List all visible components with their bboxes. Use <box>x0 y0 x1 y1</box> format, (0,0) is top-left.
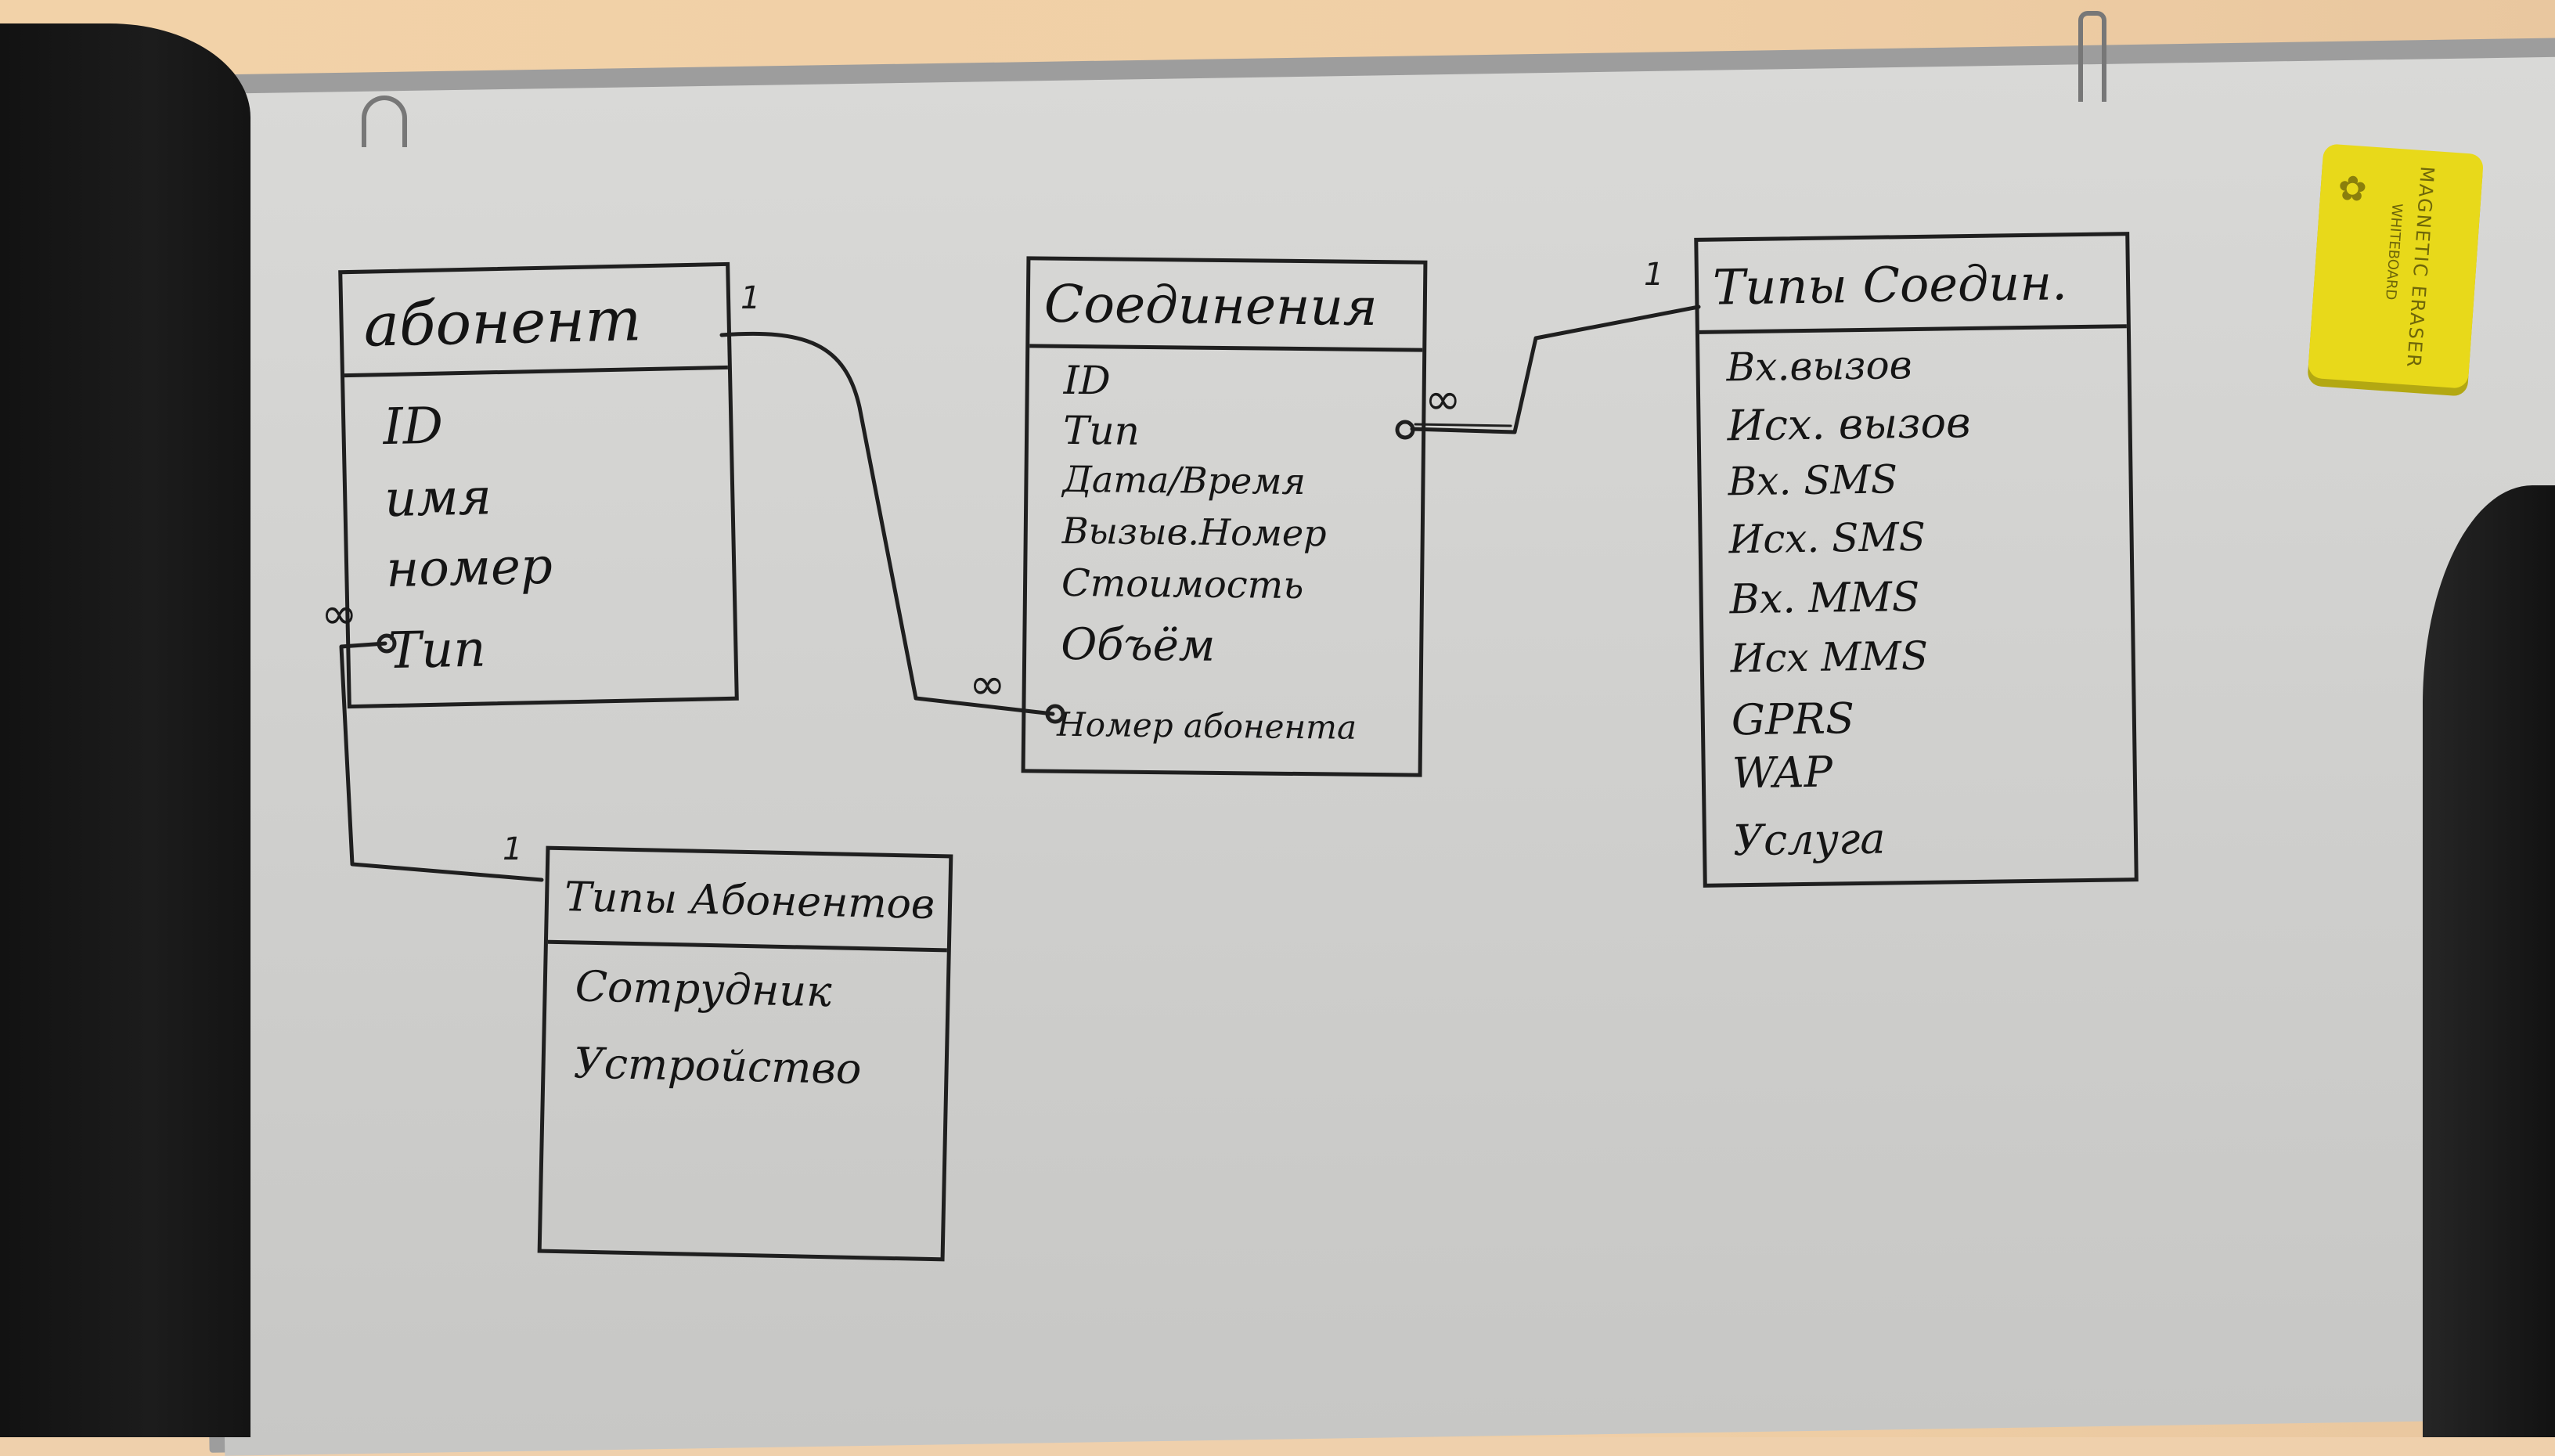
cardinality-one: 1 <box>741 280 761 316</box>
cardinality-one: 1 <box>1644 257 1664 293</box>
link-soedineniya-tipy <box>1410 305 1701 434</box>
hook-icon <box>362 96 407 147</box>
cardinality-many: ∞ <box>1425 374 1461 425</box>
jacket-right <box>2423 485 2555 1437</box>
cardinality-many: ∞ <box>321 589 358 640</box>
link-abonent-tipy-abonentov <box>339 641 544 882</box>
jacket-left <box>0 23 250 1437</box>
cardinality-many: ∞ <box>969 659 1006 710</box>
hook-icon <box>2078 11 2106 102</box>
link-abonent-soedineniya <box>719 331 1055 716</box>
cardinality-one: 1 <box>503 831 523 867</box>
